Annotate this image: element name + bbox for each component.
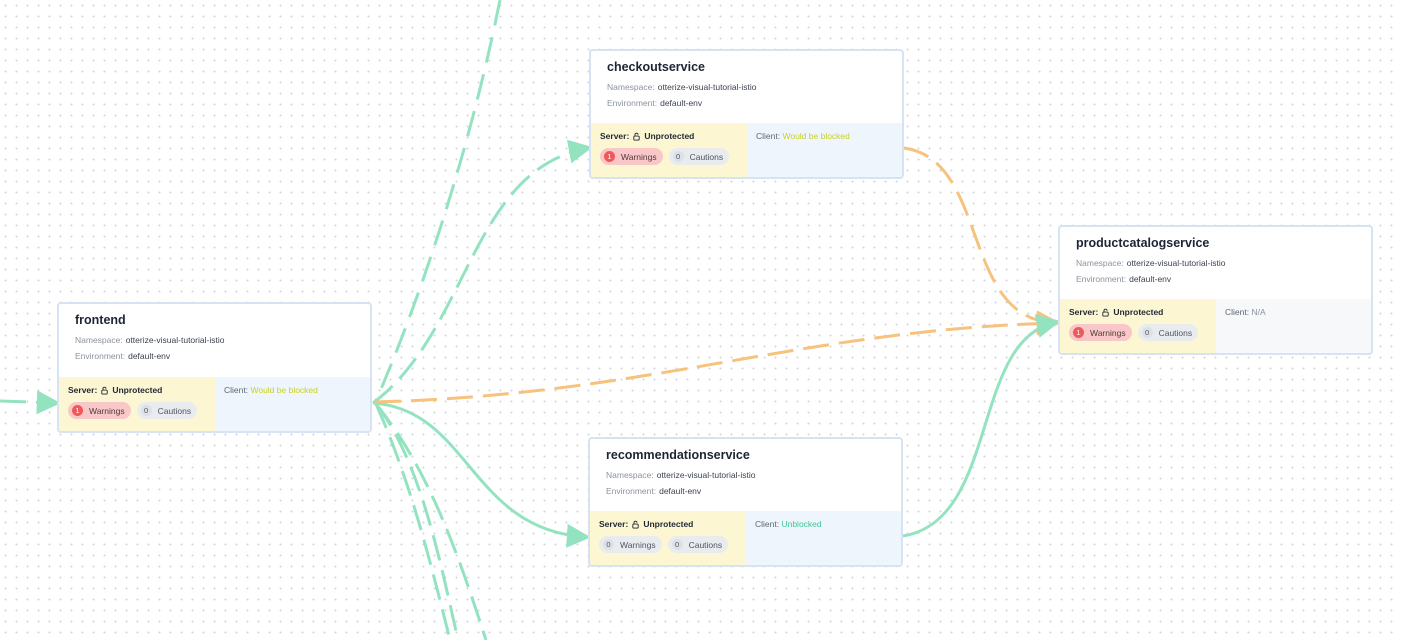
server-status: Server: Unprotected — [68, 385, 206, 395]
lock-icon — [633, 132, 640, 141]
server-label: Server: — [68, 385, 98, 395]
namespace-value: otterize-visual-tutorial-istio — [657, 82, 757, 92]
client-panel: Client: Would be blocked — [215, 377, 370, 431]
namespace-value: otterize-visual-tutorial-istio — [125, 335, 225, 345]
client-panel: Client: N/A — [1216, 299, 1371, 353]
client-status: Unblocked — [781, 519, 822, 529]
warnings-badge[interactable]: 1 Warnings — [68, 402, 131, 419]
client-label: Client: — [755, 519, 780, 529]
namespace-value: otterize-visual-tutorial-istio — [1126, 258, 1226, 268]
client-label: Client: — [1225, 307, 1250, 317]
server-status: Server: Unprotected — [599, 519, 737, 529]
server-status-value: Unprotected — [1113, 307, 1164, 317]
cautions-badge[interactable]: 0 Cautions — [1137, 324, 1199, 341]
server-panel: Server: Unprotected 0 Warnings 0 Cautions — [590, 511, 746, 565]
namespace-row: Namespace:otterize-visual-tutorial-istio — [1076, 255, 1355, 271]
client-status: N/A — [1251, 307, 1266, 317]
cautions-badge[interactable]: 0 Cautions — [667, 536, 729, 553]
environment-row: Environment:default-env — [1076, 271, 1355, 287]
environment-label: Environment: — [75, 351, 126, 361]
cautions-label: Cautions — [1158, 327, 1193, 338]
cautions-badge[interactable]: 0 Cautions — [136, 402, 198, 419]
client-status: Would be blocked — [782, 131, 850, 141]
namespace-label: Namespace: — [75, 335, 123, 345]
environment-label: Environment: — [607, 98, 658, 108]
server-status-value: Unprotected — [643, 519, 694, 529]
namespace-label: Namespace: — [1076, 258, 1124, 268]
cautions-badge[interactable]: 0 Cautions — [668, 148, 730, 165]
node-title: checkoutservice — [607, 60, 705, 74]
client-panel: Client: Would be blocked — [747, 123, 902, 177]
environment-value: default-env — [1129, 274, 1172, 284]
edge-top-incoming[interactable] — [373, 0, 502, 404]
cautions-count: 0 — [671, 539, 683, 550]
node-title: productcatalogservice — [1076, 236, 1210, 250]
server-label: Server: — [600, 131, 630, 141]
cautions-label: Cautions — [157, 405, 192, 416]
node-checkoutservice[interactable]: checkoutservice Namespace:otterize-visua… — [589, 49, 904, 179]
warnings-label: Warnings — [89, 405, 125, 416]
edge-frontend-down-1[interactable] — [374, 403, 460, 640]
warnings-label: Warnings — [621, 151, 657, 162]
warnings-label: Warnings — [1090, 327, 1126, 338]
lock-icon — [632, 520, 639, 529]
environment-label: Environment: — [606, 486, 657, 496]
node-title: frontend — [75, 313, 126, 327]
node-frontend[interactable]: frontend Namespace:otterize-visual-tutor… — [57, 302, 372, 433]
environment-row: Environment:default-env — [606, 483, 885, 499]
node-productcatalogservice[interactable]: productcatalogservice Namespace:otterize… — [1058, 225, 1373, 355]
warnings-badge[interactable]: 0 Warnings — [599, 536, 662, 553]
client-panel: Client: Unblocked — [746, 511, 901, 565]
server-label: Server: — [1069, 307, 1099, 317]
cautions-count: 0 — [140, 405, 152, 416]
warnings-count: 1 — [72, 405, 83, 416]
environment-value: default-env — [659, 486, 702, 496]
namespace-row: Namespace:otterize-visual-tutorial-istio — [75, 332, 354, 348]
warnings-label: Warnings — [620, 539, 656, 550]
cautions-count: 0 — [672, 151, 684, 162]
edge-frontend-recommendation[interactable] — [372, 401, 591, 548]
environment-row: Environment:default-env — [607, 95, 886, 111]
edge-frontend-productcatalog[interactable] — [374, 311, 1061, 404]
namespace-label: Namespace: — [607, 82, 655, 92]
cautions-label: Cautions — [688, 539, 723, 550]
server-status-value: Unprotected — [644, 131, 695, 141]
lock-icon — [1102, 308, 1109, 317]
namespace-value: otterize-visual-tutorial-istio — [656, 470, 756, 480]
edge-frontend-down-3[interactable] — [374, 403, 452, 640]
warnings-count: 1 — [604, 151, 615, 162]
server-status: Server: Unprotected — [600, 131, 738, 141]
server-status-value: Unprotected — [112, 385, 163, 395]
client-label: Client: — [224, 385, 249, 395]
environment-label: Environment: — [1076, 274, 1127, 284]
edge-checkout-productcatalog[interactable] — [903, 146, 1061, 335]
node-title: recommendationservice — [606, 448, 750, 462]
environment-value: default-env — [128, 351, 171, 361]
environment-row: Environment:default-env — [75, 348, 354, 364]
edge-incoming-frontend[interactable] — [0, 390, 61, 415]
client-status: Would be blocked — [250, 385, 318, 395]
environment-value: default-env — [660, 98, 703, 108]
lock-icon — [101, 386, 108, 395]
client-label: Client: — [756, 131, 781, 141]
server-label: Server: — [599, 519, 629, 529]
edge-recommendation-productcatalog[interactable] — [902, 314, 1061, 538]
server-status: Server: Unprotected — [1069, 307, 1207, 317]
node-recommendationservice[interactable]: recommendationservice Namespace:otterize… — [588, 437, 903, 567]
namespace-row: Namespace:otterize-visual-tutorial-istio — [607, 79, 886, 95]
warnings-count: 1 — [1073, 327, 1084, 338]
namespace-label: Namespace: — [606, 470, 654, 480]
server-panel: Server: Unprotected 1 Warnings 0 Cautions — [591, 123, 747, 177]
warnings-count: 0 — [603, 539, 614, 550]
edge-frontend-checkout[interactable] — [372, 139, 593, 405]
warnings-badge[interactable]: 1 Warnings — [600, 148, 663, 165]
cautions-count: 0 — [1141, 327, 1153, 338]
server-panel: Server: Unprotected 1 Warnings 0 Cautions — [59, 377, 215, 431]
cautions-label: Cautions — [689, 151, 724, 162]
edge-frontend-down-2[interactable] — [374, 403, 488, 640]
warnings-badge[interactable]: 1 Warnings — [1069, 324, 1132, 341]
namespace-row: Namespace:otterize-visual-tutorial-istio — [606, 467, 885, 483]
server-panel: Server: Unprotected 1 Warnings 0 Cautions — [1060, 299, 1216, 353]
